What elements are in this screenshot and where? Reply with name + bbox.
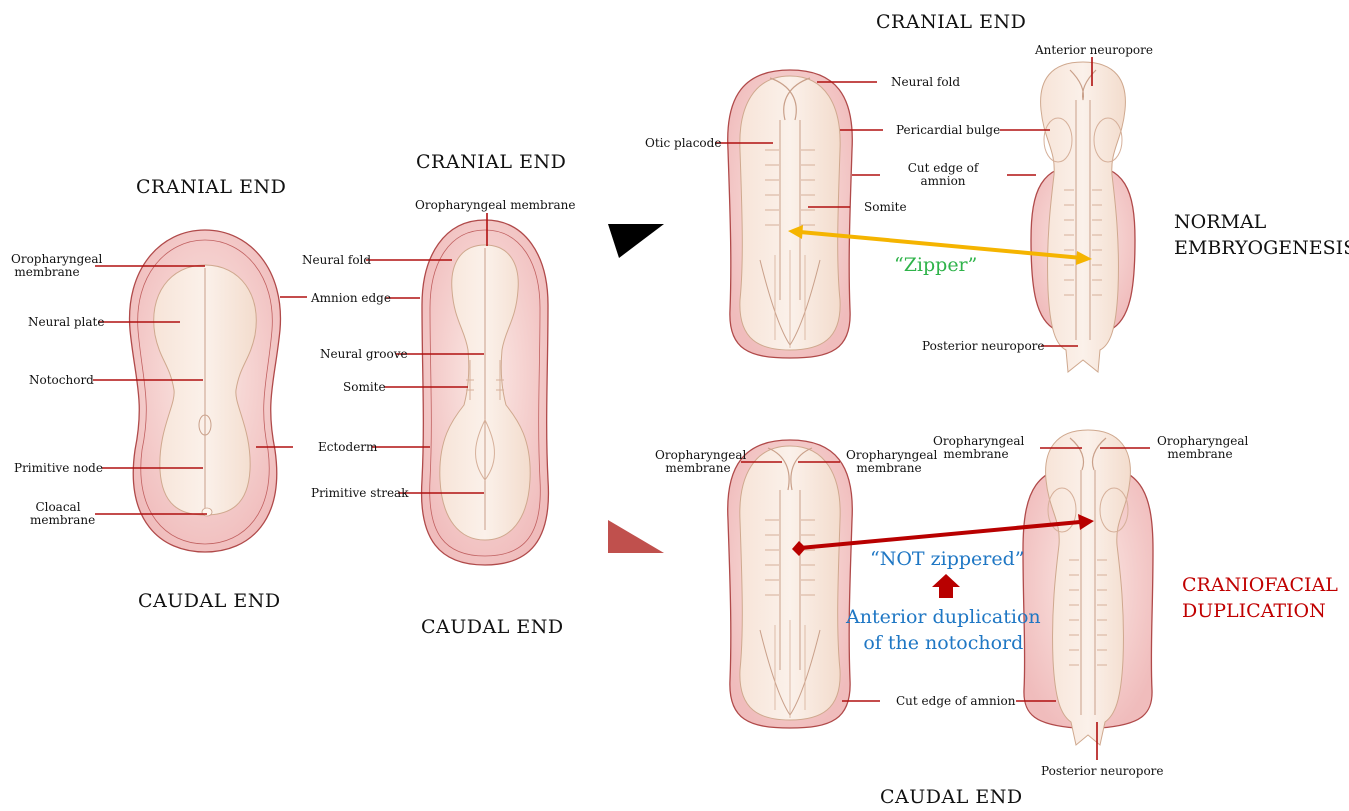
- red-triangle-arrow: [608, 520, 664, 553]
- label-amnion-edge: Amnion edge: [311, 291, 391, 305]
- label-oropharyngeal-2: Oropharyngeal membrane: [415, 198, 576, 212]
- label-somite-2: Somite: [343, 380, 386, 394]
- label-anterior-neuropore: Anterior neuropore: [1035, 43, 1153, 57]
- up-arrow: [932, 574, 960, 598]
- label-somite-top: Somite: [864, 200, 907, 214]
- label-oropharyngeal-1: Oropharyngeal membrane: [11, 252, 103, 279]
- label-posterior-neuropore-bottom: Posterior neuropore: [1041, 764, 1164, 778]
- label-primitive-streak: Primitive streak: [311, 486, 409, 500]
- label-oropharyngeal-br-a: Oropharyngeal membrane: [933, 434, 1025, 461]
- label-oropharyngeal-bl-b: Oropharyngeal membrane: [846, 448, 938, 475]
- craniofacial-duplication-label: CRANIOFACIAL DUPLICATION: [1182, 574, 1338, 622]
- embryo1-caudal-heading: CAUDAL END: [138, 590, 281, 612]
- embryo2-caudal-heading: CAUDAL END: [421, 616, 564, 638]
- label-oropharyngeal-br-b: Oropharyngeal membrane: [1157, 434, 1249, 461]
- label-neural-fold-2: Neural fold: [302, 253, 372, 267]
- not-zippered-label: “NOT zippered”: [870, 548, 1025, 570]
- label-neural-fold-top: Neural fold: [891, 75, 961, 89]
- embryo-disc-1: [128, 229, 282, 553]
- zipper-label: “Zipper”: [894, 254, 978, 276]
- label-otic-placode: Otic placode: [645, 136, 722, 150]
- label-neural-groove: Neural groove: [320, 347, 408, 361]
- label-cut-edge-top: Cut edge of amnion: [907, 161, 979, 188]
- label-cloacal-membrane: Cloacal membrane: [30, 500, 96, 527]
- top-cranial-heading: CRANIAL END: [876, 11, 1027, 33]
- embryo-top-right: [1030, 61, 1136, 373]
- label-posterior-neuropore-top: Posterior neuropore: [922, 339, 1045, 353]
- embryo-top-left: [727, 69, 853, 359]
- leader-lines: [93, 57, 1150, 760]
- zipper-arrow: [788, 225, 1092, 265]
- label-cut-edge-bottom: Cut edge of amnion: [896, 694, 1016, 708]
- label-primitive-node: Primitive node: [14, 461, 103, 475]
- embryo2-cranial-heading: CRANIAL END: [416, 151, 567, 173]
- embryo-bottom-right: [1022, 429, 1154, 746]
- embryo-bottom-left: [727, 439, 853, 729]
- label-ectoderm: Ectoderm: [318, 440, 378, 454]
- normal-embryogenesis-label: NORMAL EMBRYOGENESIS: [1174, 211, 1349, 259]
- embryo1-cranial-heading: CRANIAL END: [136, 176, 287, 198]
- anterior-duplication-label: Anterior duplication of the notochord: [846, 606, 1041, 654]
- embryo-disc-2: [420, 219, 550, 566]
- duplication-arrow: [792, 514, 1094, 556]
- label-notochord: Notochord: [29, 373, 94, 387]
- label-neural-plate: Neural plate: [28, 315, 105, 329]
- label-pericardial-bulge: Pericardial bulge: [896, 123, 1001, 137]
- black-triangle-arrow: [608, 224, 664, 258]
- bottom-caudal-heading: CAUDAL END: [880, 786, 1023, 808]
- label-oropharyngeal-bl-a: Oropharyngeal membrane: [655, 448, 747, 475]
